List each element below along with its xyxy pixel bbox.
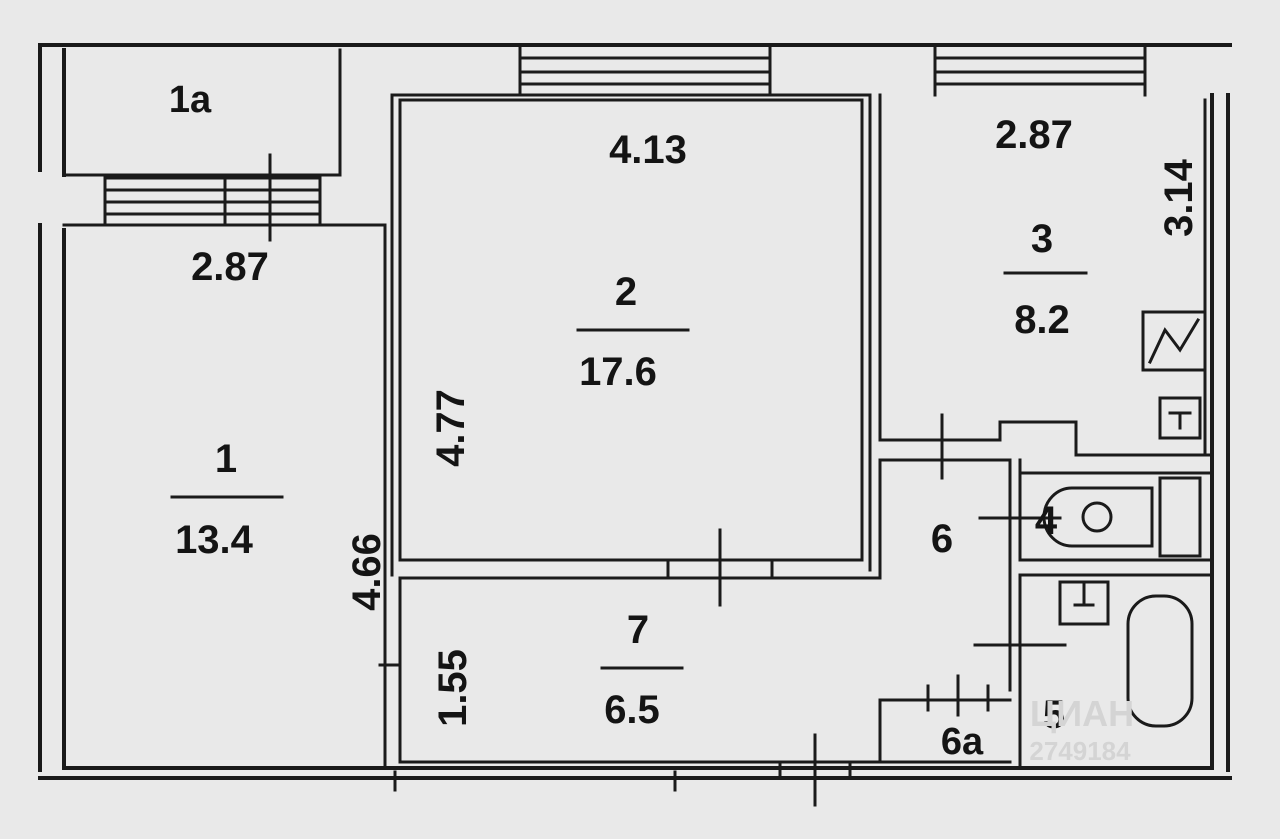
outer-walls <box>38 43 1232 780</box>
room-7-area: 6.5 <box>604 688 660 732</box>
room-2-number: 2 <box>615 270 637 314</box>
watermark-brand: ЦИАН <box>1030 693 1134 734</box>
dimension-room1-width: 2.87 <box>191 245 269 289</box>
room-2-area: 17.6 <box>579 350 657 394</box>
room-7-number: 7 <box>627 608 649 652</box>
room-1a-label: 1a <box>169 79 212 121</box>
dimension-room1-depth: 4.66 <box>345 533 389 611</box>
balcony-outline <box>62 48 342 224</box>
room-4-number: 4 <box>1035 499 1058 543</box>
corridor-walls <box>393 576 1012 807</box>
room-6a-number: 6a <box>941 721 984 763</box>
dimension-room3-depth: 3.14 <box>1157 158 1201 237</box>
room1-walls <box>62 93 872 770</box>
top-windows <box>518 43 1147 97</box>
room-5-number: 5 <box>1043 693 1065 737</box>
dimension-room2-depth: 4.77 <box>429 389 473 467</box>
dimension-room2-width: 4.13 <box>609 128 687 172</box>
hall-walls <box>878 458 1214 770</box>
room-3-number: 3 <box>1031 217 1053 261</box>
room-6-number: 6 <box>931 517 953 561</box>
room2-walls <box>398 93 872 607</box>
room-1-area: 13.4 <box>175 518 254 562</box>
room3-walls <box>878 93 1214 480</box>
room-1-number: 1 <box>215 437 237 481</box>
dimension-room3-width: 2.87 <box>995 113 1073 157</box>
room-3-area: 8.2 <box>1014 298 1070 342</box>
dimension-corridor-depth: 1.55 <box>431 649 475 727</box>
fraction-lines <box>170 271 1088 670</box>
watermark-id: 2749184 <box>1029 736 1131 766</box>
